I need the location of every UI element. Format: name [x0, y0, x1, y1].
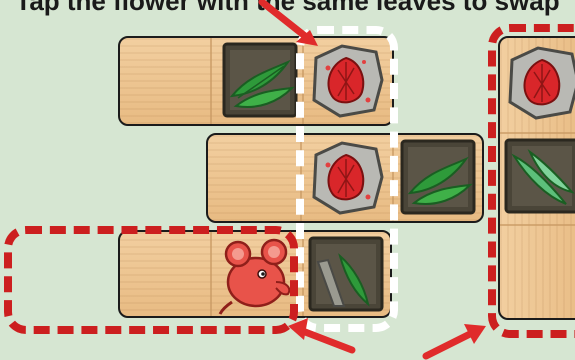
selected-column-highlight: [296, 26, 398, 332]
green-leaves-on-slate-icon: [224, 44, 296, 116]
green-leaves-on-slate-icon: [402, 141, 474, 213]
leaf-tile[interactable]: [218, 38, 302, 122]
leaf-tile[interactable]: [396, 135, 480, 219]
red-arrow-icon: [426, 324, 486, 356]
target-column-highlight: [488, 24, 575, 338]
instruction-text: Tap the flower with the same leaves to s…: [0, 0, 575, 17]
target-row-highlight: [4, 226, 298, 334]
